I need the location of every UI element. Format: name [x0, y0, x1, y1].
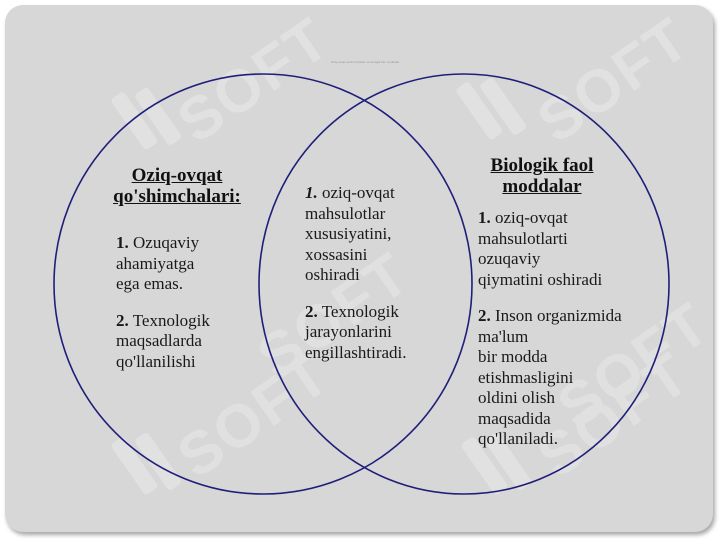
list-item: 1. oziq-ovqat mahsulotlarti ozuqaviy qiy…: [478, 208, 603, 289]
watermark-layer: SOFT SOFT SOFT SOFT SOFT SOFT: [5, 5, 713, 532]
left-heading: Oziq-ovqat qo'shimchalari:: [87, 165, 267, 207]
list-item: 2. Inson organizmida ma'lum bir modda et…: [478, 306, 622, 448]
right-heading: Biologik faol moddalar: [467, 155, 617, 197]
right-circle: [258, 73, 670, 495]
intersection-list: 1. oziq-ovqat mahsulotlar xususiyatini, …: [305, 183, 407, 379]
left-circle: [53, 73, 473, 495]
left-list: 1. Ozuqaviy ahamiyatga ega emas. 2. Texn…: [116, 233, 210, 388]
slide: SOFT SOFT SOFT SOFT SOFT SOFT Oziq-ovqat…: [5, 5, 713, 532]
list-item: 2. Texnologik maqsadlarda qo'llanilishi: [116, 310, 210, 371]
left-heading-line: qo'shimchalari:: [113, 186, 241, 207]
list-item: 1. oziq-ovqat mahsulotlar xususiyatini, …: [305, 183, 395, 284]
right-heading-line: Biologik faol: [490, 155, 594, 176]
list-item: 1. Ozuqaviy ahamiyatga ega emas.: [116, 233, 200, 293]
venn-diagram: [53, 73, 670, 495]
watermark-logos: [111, 77, 531, 495]
slide-title: Oziq-ovqat qo'shimchalari va biologik fa…: [330, 60, 400, 64]
right-heading-line: moddalar: [502, 176, 582, 197]
right-list: 1. oziq-ovqat mahsulotlarti ozuqaviy qiy…: [478, 208, 622, 466]
left-heading-line: Oziq-ovqat: [131, 165, 223, 186]
list-item: 2. Texnologik jarayonlarini engillashtir…: [305, 301, 407, 362]
